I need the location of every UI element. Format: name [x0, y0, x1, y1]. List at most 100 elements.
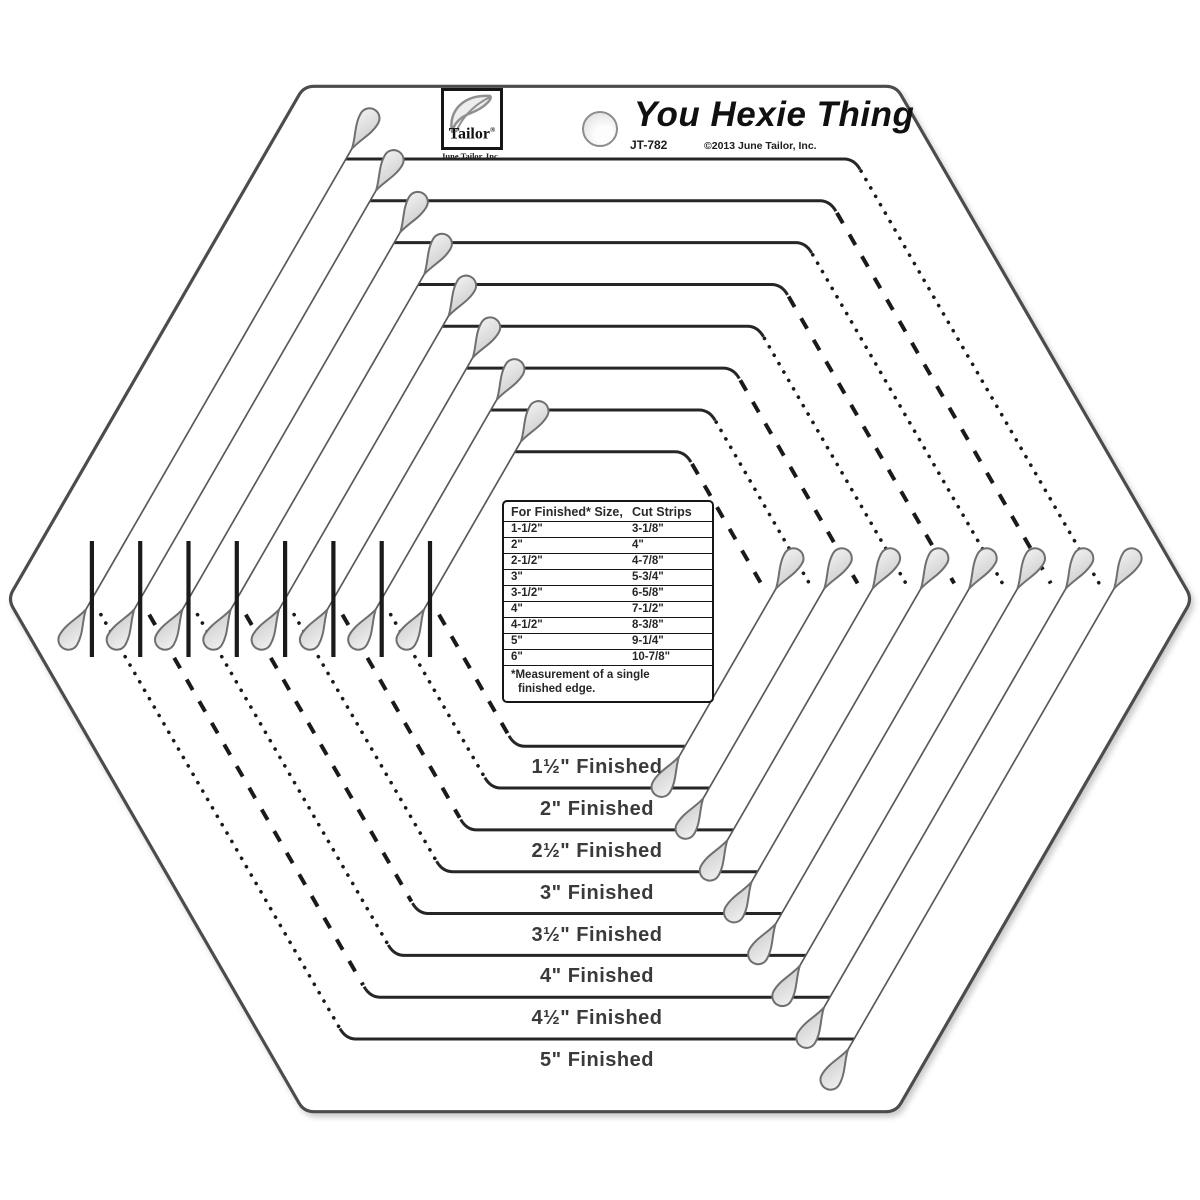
ring-1	[400, 401, 800, 797]
slot-teardrop	[771, 965, 801, 1008]
ring-5	[207, 234, 993, 964]
registered-mark: ®	[489, 125, 496, 134]
upper-left-edge	[400, 401, 545, 649]
logo-company: June Tailor, Inc.	[441, 151, 500, 161]
lower-right-edge	[655, 549, 800, 797]
slot-teardrop	[298, 608, 329, 651]
finished-size-cell: 3"	[511, 571, 523, 583]
slot-teardrop	[395, 608, 425, 651]
table-row: 6"10-7/8"	[504, 649, 712, 665]
table-row: 3" 5-3/4"	[504, 569, 712, 585]
bottom-edge	[435, 860, 758, 874]
slot-teardrop	[399, 190, 429, 233]
upper-right-edge	[786, 295, 956, 585]
top-edge	[418, 282, 789, 296]
slot-teardrop	[747, 923, 777, 966]
slot-teardrop	[723, 881, 753, 924]
table-row: 2-1/2" 4-7/8"	[504, 553, 712, 569]
upper-left-edge	[304, 318, 496, 649]
ring-4	[255, 276, 945, 922]
ring-7	[110, 150, 1090, 1048]
finished-size-cell: 4"	[511, 603, 523, 615]
lower-right-edge	[824, 549, 1138, 1089]
bottom-edge	[386, 944, 806, 957]
slot-teardrop	[919, 547, 950, 590]
slot-teardrop	[105, 608, 136, 651]
lower-left-edge	[147, 613, 365, 987]
finished-size-cell: 5"	[511, 635, 523, 647]
finished-size-cell: 4-1/2"	[511, 619, 543, 631]
table-row: 4" 7-1/2"	[504, 601, 712, 617]
cut-strips-cell: 5-3/4"	[632, 571, 664, 583]
top-edge	[466, 366, 741, 380]
cut-strips-column-header: Cut Strips	[632, 505, 692, 519]
slot-teardrop	[698, 839, 729, 882]
slot-teardrop	[775, 547, 805, 590]
lower-right-edge	[800, 549, 1090, 1048]
bottom-edge	[411, 902, 782, 916]
ring-label: 3" Finished	[540, 881, 654, 904]
slot-teardrop	[495, 358, 526, 401]
table-row: 2"4"	[504, 537, 712, 553]
bottom-edge	[507, 735, 685, 748]
ring-label: 4" Finished	[540, 965, 654, 988]
lower-left-edge	[99, 612, 341, 1029]
ring-label: 3½" Finished	[531, 923, 663, 946]
lower-right-edge	[776, 549, 1041, 1006]
product-title: You Hexie Thing	[634, 95, 915, 134]
slot-teardrop	[1016, 547, 1046, 590]
table-row: 4-1/2" 8-3/8"	[504, 617, 712, 633]
table-body: 1-1/2"3-1/8"2"4"2-1/2"4-7/8"3"5-3/4"3-1/…	[504, 521, 712, 665]
cut-strips-cell: 7-1/2"	[632, 603, 664, 615]
slot-teardrop	[1064, 547, 1095, 590]
slot-teardrop	[154, 608, 184, 651]
bottom-edge	[459, 818, 734, 832]
slot-teardrop	[447, 274, 478, 317]
bottom-edge	[483, 776, 710, 790]
copyright-notice: ©2013 June Tailor, Inc.	[704, 140, 817, 152]
slot-teardrop	[471, 316, 502, 359]
upper-left-edge	[110, 150, 400, 649]
top-edge	[370, 199, 838, 212]
lower-right-edge	[704, 549, 896, 880]
ring-label: 5" Finished	[540, 1049, 654, 1072]
quill-icon	[450, 94, 492, 133]
lower-left-edge	[292, 612, 438, 862]
finished-size-cell: 3-1/2"	[511, 587, 543, 599]
upper-left-edge	[159, 192, 424, 649]
cut-strips-cell: 4-7/8"	[632, 555, 664, 567]
upper-left-edge	[255, 276, 472, 649]
upper-right-edge	[762, 336, 908, 586]
upper-left-edge	[207, 234, 448, 649]
finished-size-cell: 2-1/2"	[511, 555, 543, 567]
hanging-hole	[582, 111, 618, 147]
top-edge	[394, 241, 814, 254]
lower-right-edge	[679, 549, 848, 838]
table-header-row: For Finished* Size, Cut Strips	[504, 502, 712, 521]
cut-strips-cell: 6-5/8"	[632, 587, 664, 599]
slot-teardrop	[1113, 547, 1143, 590]
bottom-edge	[338, 1027, 855, 1041]
upper-left-edge	[62, 109, 376, 649]
logo-brand: Tailor	[448, 125, 490, 142]
slot-teardrop	[375, 149, 405, 192]
slot-teardrop	[871, 547, 902, 590]
lower-left-edge	[388, 612, 486, 778]
ring-label: 2½" Finished	[531, 839, 663, 862]
table-row: 5"9-1/4"	[504, 633, 712, 649]
slot-teardrop	[819, 1048, 849, 1091]
footnote-line-2: finished edge.	[518, 682, 596, 695]
lower-right-edge	[752, 549, 993, 964]
top-edge	[490, 408, 717, 422]
ring-3	[304, 318, 896, 880]
slot-teardrop	[57, 608, 87, 651]
slot-teardrop	[968, 547, 998, 590]
rings-layer	[62, 109, 1138, 1089]
cut-strips-cell: 8-3/8"	[632, 619, 664, 631]
ring-label: 2" Finished	[540, 798, 654, 821]
upper-right-edge	[835, 211, 1053, 585]
cutting-size-table: For Finished* Size, Cut Strips 1-1/2"3-1…	[502, 500, 714, 703]
slot-teardrop	[347, 608, 377, 651]
logo-wordmark: Tailor®	[444, 122, 500, 142]
